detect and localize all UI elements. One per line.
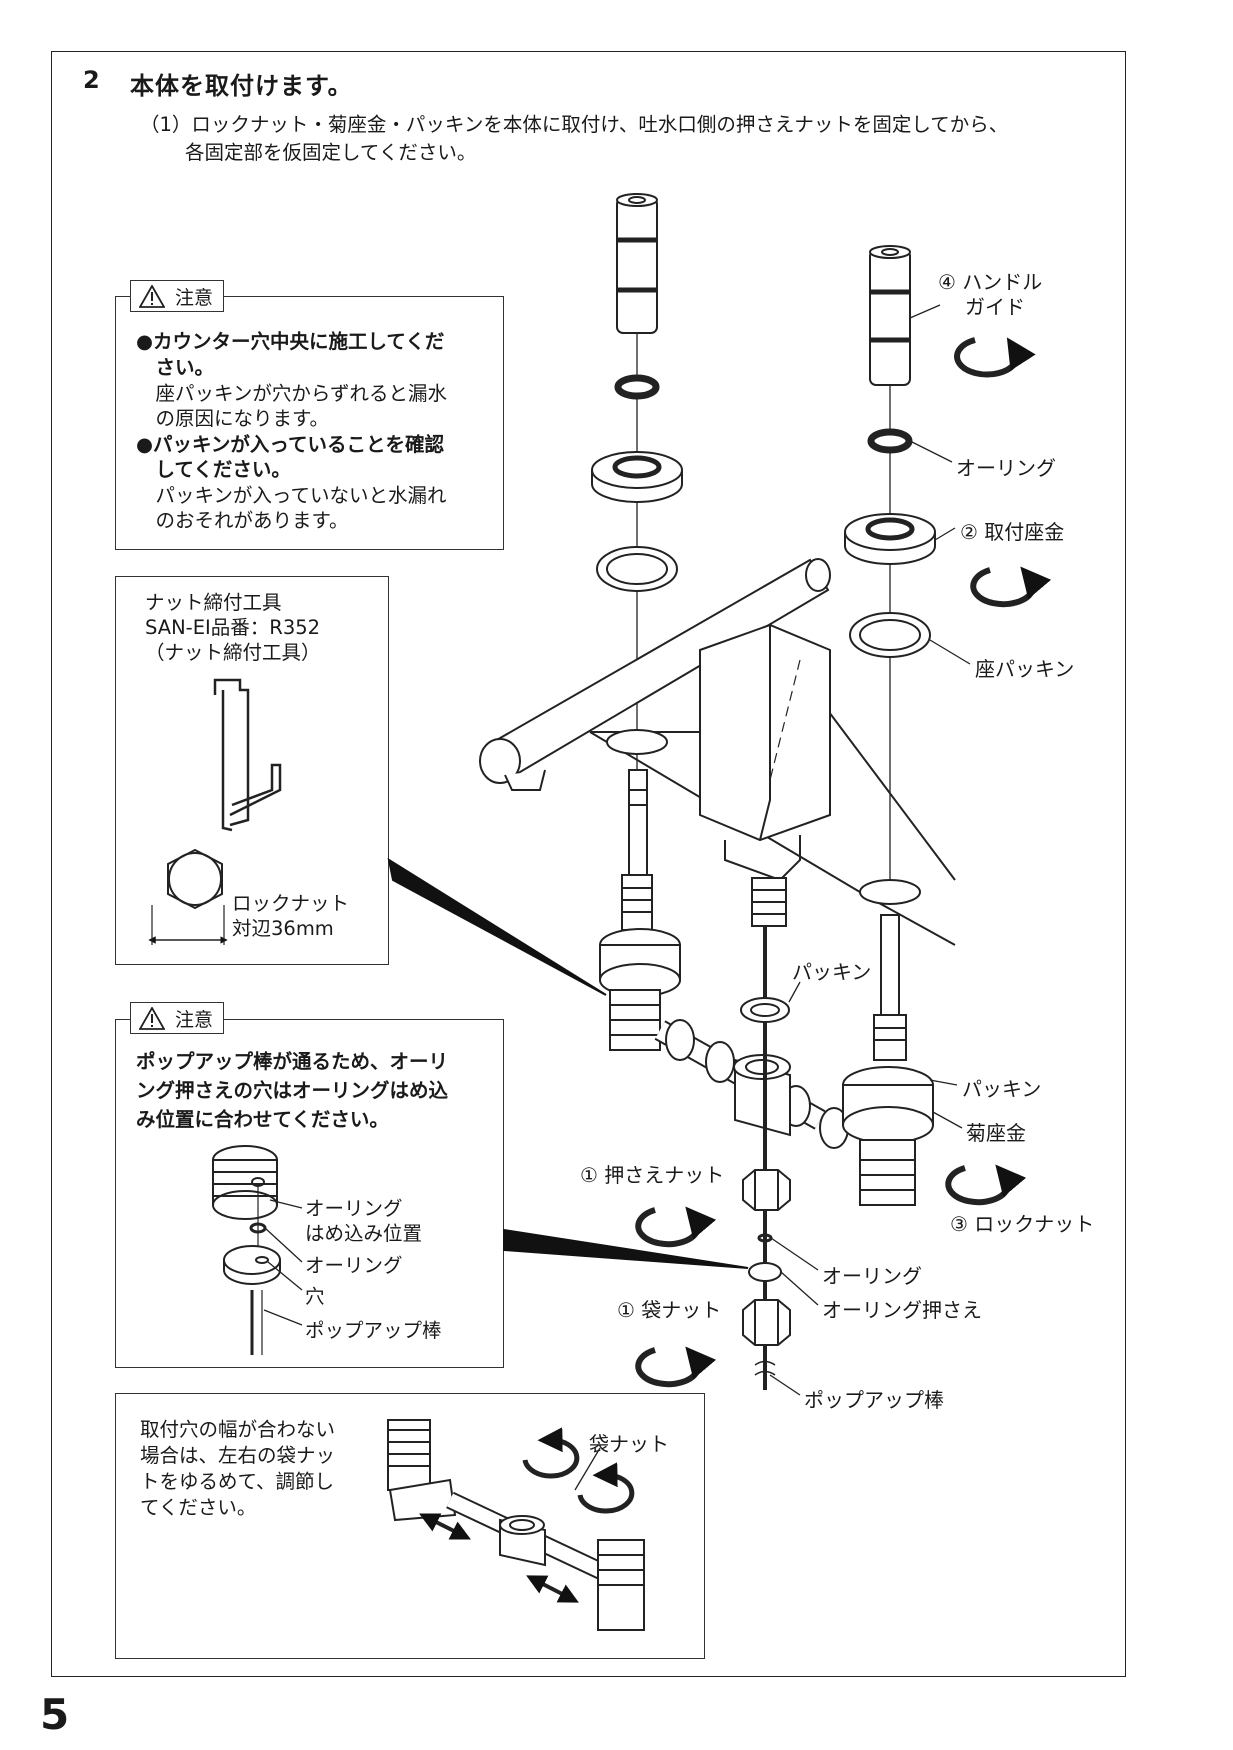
right-handle-guide xyxy=(869,245,911,386)
oring-holder-label: オーリング押さえ xyxy=(822,1298,982,1322)
oring-holder-detail xyxy=(212,1145,303,1355)
tool-line: （ナット締付工具） xyxy=(145,641,321,664)
oring-holder xyxy=(748,1262,782,1282)
faucet-body xyxy=(699,623,831,927)
caution-2-line: ポップアップ棒が通るため、オーリ xyxy=(136,1050,449,1073)
mount-washer-label: ② 取付座金 xyxy=(960,520,1065,544)
caution-2-line: ング押さえの穴はオーリングはめ込 xyxy=(136,1079,449,1102)
oring-pos-label-1: オーリング xyxy=(305,1197,403,1220)
caution-tag-2: 注意 xyxy=(130,1002,225,1034)
nut-wrench-tool xyxy=(213,678,282,832)
cap-nut-label: ① 袋ナット xyxy=(617,1298,722,1322)
leader-lines xyxy=(769,304,971,1396)
nut-label-1: ロックナット xyxy=(232,892,350,915)
seat-packing-label: 座パッキン xyxy=(975,657,1075,681)
caution-tag-1: 注意 xyxy=(130,280,225,312)
press-nut-label: ① 押さえナット xyxy=(580,1163,725,1187)
adjust-line: てください。 xyxy=(140,1496,257,1519)
caution-1-line: ●パッキンが入っていることを確認 xyxy=(136,433,444,456)
caution-tag-label: 注意 xyxy=(175,286,214,309)
caution-1-line: さい。 xyxy=(136,356,215,379)
caution-1-line: ●カウンター穴中央に施工してくだ xyxy=(136,330,445,353)
caution-tag-label: 注意 xyxy=(175,1008,214,1031)
caution-2-line: み位置に合わせてください。 xyxy=(136,1108,389,1131)
rotation-arrow-handle-guide xyxy=(954,337,1036,378)
adjust-assembly xyxy=(387,1419,645,1631)
instruction-line-2: 各固定部を仮固定してください。 xyxy=(185,141,477,164)
tool-line: SAN-EI品番：R352 xyxy=(145,616,321,639)
oring-pos-label-2: はめ込み位置 xyxy=(305,1222,423,1245)
right-shank xyxy=(842,914,934,1206)
left-mount-washer xyxy=(591,451,683,503)
callout-wedge-2 xyxy=(503,1228,749,1269)
nut-label-2: 対辺36mm xyxy=(232,917,334,940)
left-shank xyxy=(599,769,681,1051)
warning-icon xyxy=(139,284,165,308)
oring-label: オーリング xyxy=(305,1254,403,1277)
hole-label: 穴 xyxy=(305,1285,325,1308)
caution-box-2 xyxy=(115,1019,504,1368)
rotation-arrow-cap-nut xyxy=(635,1346,717,1388)
cap-nut-label-small: 袋ナット xyxy=(589,1432,669,1456)
step-title: 本体を取付けます。 xyxy=(130,72,353,100)
kiku-washer-label: 菊座金 xyxy=(966,1121,1026,1145)
adjust-line: 場合は、左右の袋ナッ xyxy=(140,1444,336,1467)
caution-1-line: してください。 xyxy=(136,458,291,481)
instruction-line-1: （1）ロックナット・菊座金・パッキンを本体に取付け、吐水口側の押さえナットを固定… xyxy=(140,113,1009,136)
popup-rod-main-label: ポップアップ棒 xyxy=(804,1388,944,1412)
left-oring xyxy=(614,374,660,400)
center-packing xyxy=(740,997,790,1023)
spout xyxy=(479,558,831,791)
packing-right-label: パッキン xyxy=(962,1077,1042,1101)
handle-guide-label-2: ガイド xyxy=(965,295,1025,319)
callout-wedge-1 xyxy=(387,857,607,996)
warning-icon xyxy=(139,1006,165,1030)
right-mount-washer xyxy=(844,513,936,565)
caution-1-line: のおそれがあります。 xyxy=(136,509,349,532)
center-tee xyxy=(654,1019,849,1149)
handle-guide-label-1: ④ ハンドル xyxy=(938,270,1043,294)
oring-bottom-label: オーリング xyxy=(822,1264,922,1288)
caution-1-line: パッキンが入っていないと水漏れ xyxy=(136,484,447,507)
rotation-arrow-press-nut xyxy=(635,1206,717,1248)
rotation-arrow-lock-nut xyxy=(945,1164,1027,1206)
page-number: 5 xyxy=(40,1690,70,1739)
page-frame xyxy=(51,51,1126,1677)
packing-center-label: パッキン xyxy=(792,960,872,984)
lock-nut-hexagon xyxy=(148,848,228,945)
lock-nut-label: ③ ロックナット xyxy=(950,1212,1095,1236)
left-handle-guide xyxy=(616,193,658,334)
press-nut xyxy=(742,1169,791,1211)
tool-line: ナット締付工具 xyxy=(145,591,282,614)
step-number: 2 xyxy=(83,66,101,94)
cap-nut xyxy=(742,1299,791,1346)
tool-box xyxy=(115,576,389,965)
adjust-line: トをゆるめて、調節し xyxy=(140,1470,335,1493)
popup-rod-label: ポップアップ棒 xyxy=(305,1319,442,1342)
caution-1-line: の原因になります。 xyxy=(136,407,330,430)
caution-1-line: 座パッキンが穴からずれると漏水 xyxy=(136,382,448,405)
oring-top-label: オーリング xyxy=(956,456,1056,480)
adjust-line: 取付穴の幅が合わない xyxy=(140,1418,336,1441)
rotation-arrow-mount-washer xyxy=(970,566,1052,608)
caution-box-1 xyxy=(115,296,504,550)
right-oring xyxy=(867,428,913,454)
